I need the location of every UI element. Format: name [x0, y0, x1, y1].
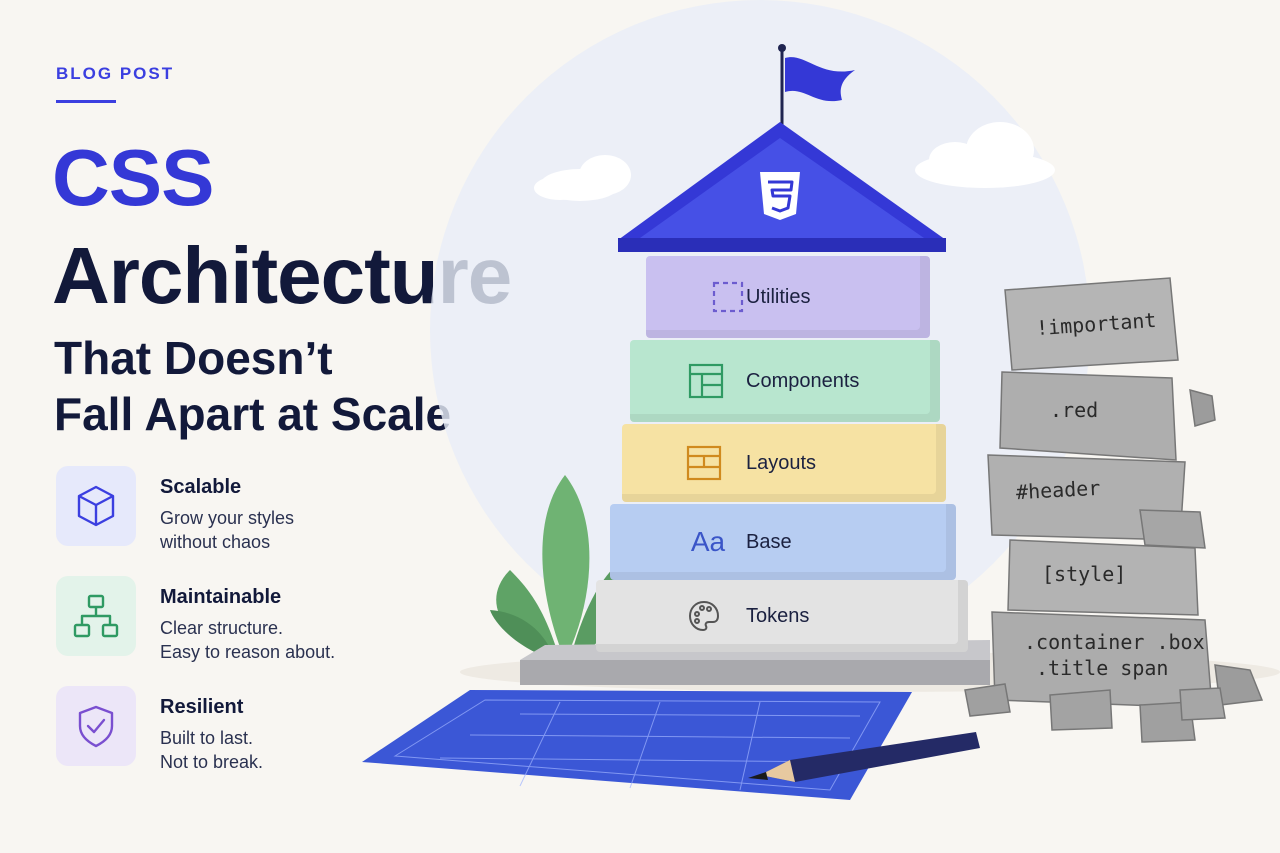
feature-title: Resilient [160, 696, 244, 718]
feature-desc-line-2: Easy to reason about. [160, 642, 336, 662]
title-line-1: CSS [52, 133, 214, 222]
layer-tokens: Tokens [596, 580, 968, 652]
layer-label: Tokens [746, 604, 810, 627]
layer-label: Layouts [746, 451, 817, 474]
palette-icon [684, 596, 724, 636]
subtitle: That Doesn’t Fall Apart at Scale [54, 330, 574, 442]
subtitle-line-2: Fall Apart at Scale [54, 388, 452, 440]
component-layout-icon [686, 361, 726, 401]
grid-layout-icon [684, 443, 724, 483]
feature-title: Maintainable [160, 586, 282, 608]
hierarchy-icon [56, 576, 136, 656]
feature-resilient: Resilient Built to last. Not to break. [56, 686, 436, 772]
pencil [748, 732, 980, 782]
layer-utilities: Utilities [646, 256, 930, 338]
dashed-square-icon [708, 277, 748, 317]
feature-maintainable: Maintainable Clear structure. Easy to re… [56, 576, 436, 662]
plinth-front [520, 660, 990, 685]
layer-label: Components [746, 369, 860, 392]
stone-label: .red [1050, 398, 1099, 422]
title-line-2: Architecture [52, 231, 512, 320]
feature-desc-line-2: without chaos [160, 532, 271, 552]
feature-scalable: Scalable Grow your styles without chaos [56, 466, 436, 552]
stone-label: .container .box [1024, 630, 1205, 654]
subtitle-line-1: That Doesn’t [54, 332, 333, 384]
cloud-right [915, 122, 1055, 188]
eyebrow-label: BLOG POST [56, 64, 175, 83]
cube-icon [56, 466, 136, 546]
css3-logo-icon [760, 172, 800, 220]
shield-check-icon [56, 686, 136, 766]
stone-label: .title span [1036, 656, 1169, 680]
cloud-left [534, 155, 631, 201]
stone-label: !important [1035, 307, 1158, 341]
eyebrow-underline [56, 100, 116, 103]
feature-title: Scalable [160, 476, 242, 498]
stone-label: #header [1015, 475, 1101, 505]
roof [618, 122, 946, 240]
feature-desc-line-1: Grow your styles [160, 508, 295, 528]
feature-desc-line-1: Built to last. [160, 728, 254, 748]
feature-desc-line-2: Not to break. [160, 752, 264, 772]
layer-layouts: Layouts [622, 424, 946, 502]
typography-icon: Aa [690, 526, 726, 557]
stone-label: [style] [1042, 562, 1127, 586]
feature-desc-line-1: Clear structure. [160, 618, 284, 638]
flag [785, 57, 855, 102]
blueprint [362, 690, 912, 800]
layer-components: Components [630, 340, 940, 422]
layer-label: Base [746, 530, 792, 553]
layer-label: Utilities [746, 285, 811, 308]
layer-base: Aa Base [610, 504, 956, 580]
